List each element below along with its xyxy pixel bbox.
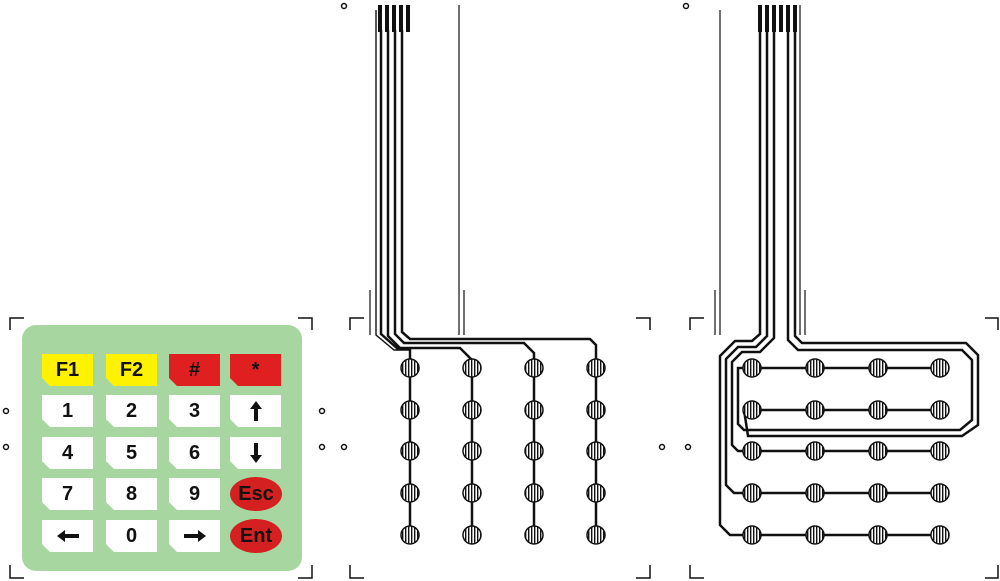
key-star[interactable]: * — [230, 354, 281, 386]
key-f1[interactable]: F1 — [42, 354, 93, 386]
key-5[interactable]: 5 — [106, 437, 157, 469]
pads-columns — [400, 358, 606, 545]
arrow-down-icon — [249, 442, 263, 464]
key-right[interactable] — [169, 520, 220, 552]
key-8[interactable]: 8 — [106, 478, 157, 510]
key-0[interactable]: 0 — [106, 520, 157, 552]
key-down[interactable] — [230, 437, 281, 469]
key-4[interactable]: 4 — [42, 437, 93, 469]
key-2[interactable]: 2 — [106, 395, 157, 427]
key-9[interactable]: 9 — [169, 478, 220, 510]
key-esc[interactable]: Esc — [230, 477, 282, 511]
arrow-up-icon — [249, 400, 263, 422]
key-left[interactable] — [42, 520, 93, 552]
key-ent[interactable]: Ent — [230, 519, 282, 553]
trace-layer-rows — [714, 5, 980, 537]
key-up[interactable] — [230, 395, 281, 427]
pads-rows — [742, 358, 950, 545]
key-1[interactable]: 1 — [42, 395, 93, 427]
arrow-left-icon — [56, 529, 80, 543]
key-f2[interactable]: F2 — [106, 354, 157, 386]
key-3[interactable]: 3 — [169, 395, 220, 427]
key-7[interactable]: 7 — [42, 478, 93, 510]
key-6[interactable]: 6 — [169, 437, 220, 469]
key-hash[interactable]: # — [169, 354, 220, 386]
keypad-overlay: F1 F2 # * 1 2 3 4 5 6 7 8 9 Esc 0 Ent — [22, 325, 302, 571]
arrow-right-icon — [183, 529, 207, 543]
